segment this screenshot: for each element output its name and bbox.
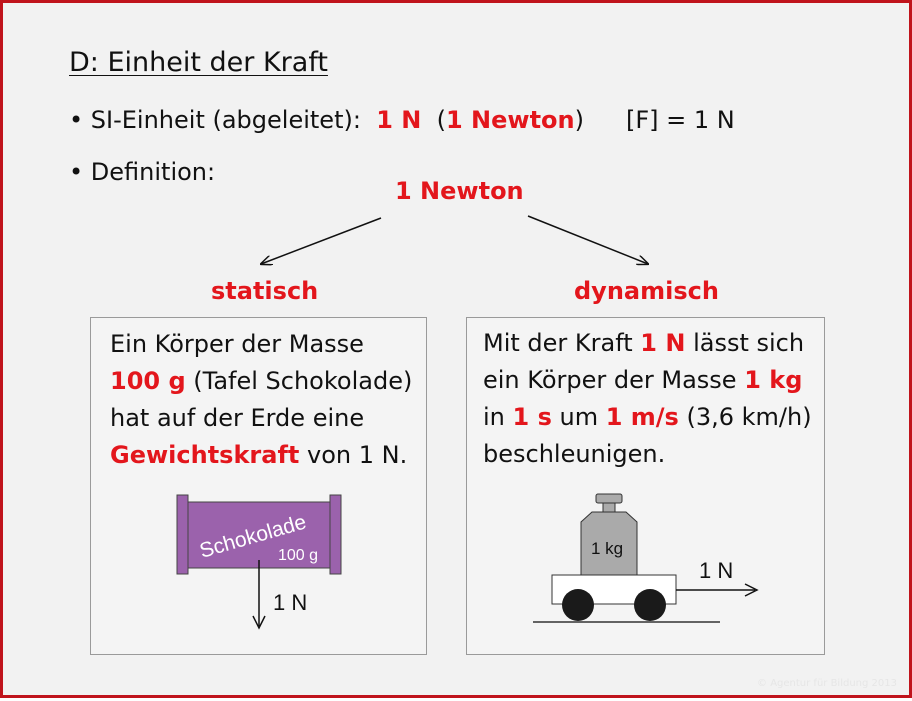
gravity-arrow-head bbox=[252, 615, 266, 630]
chocolate-end-right bbox=[329, 494, 342, 575]
dynamic-highlight: 1 m/s bbox=[605, 403, 679, 431]
si-unit-value: 1 N bbox=[376, 106, 422, 134]
dynamic-segment: Mit der Kraft bbox=[483, 329, 641, 357]
push-arrow-head bbox=[744, 583, 759, 597]
static-highlight: Gewichtskraft bbox=[110, 441, 300, 469]
chocolate-mass-label: 100 g bbox=[278, 547, 318, 564]
dynamic-segment: (3,6 km/h) bbox=[678, 403, 812, 431]
arrow-right bbox=[527, 215, 648, 264]
static-line: 100 g (Tafel Schokolade) bbox=[110, 363, 412, 400]
weight-knob bbox=[595, 493, 623, 504]
dynamic-highlight: 1 kg bbox=[744, 366, 803, 394]
static-line: Ein Körper der Masse bbox=[110, 326, 412, 363]
slide-title: D: Einheit der Kraft bbox=[69, 47, 328, 78]
cart-wheel-right bbox=[634, 589, 666, 621]
heading-statisch: statisch bbox=[211, 277, 319, 305]
chocolate-bar bbox=[187, 501, 331, 569]
dynamic-segment: um bbox=[551, 403, 606, 431]
dynamic-segment: beschleunigen. bbox=[483, 440, 666, 468]
weight-label: 1 kg bbox=[591, 539, 623, 558]
bullet-definition: • Definition: bbox=[69, 158, 216, 186]
dynamic-line: Mit der Kraft 1 N lässt sich bbox=[483, 325, 812, 362]
dynamic-segment: ein Körper der Masse bbox=[483, 366, 745, 394]
dynamic-line: beschleunigen. bbox=[483, 436, 812, 473]
static-definition-text: Ein Körper der Masse 100 g (Tafel Schokol… bbox=[110, 326, 412, 474]
static-line: Gewichtskraft von 1 N. bbox=[110, 437, 412, 474]
weight-neck bbox=[602, 502, 616, 513]
chocolate-illustration: Schokolade 100 g 1 N bbox=[176, 494, 342, 630]
cart-wheel-left bbox=[562, 589, 594, 621]
dynamic-highlight: 1 N bbox=[640, 329, 686, 357]
push-force-label: 1 N bbox=[699, 558, 733, 583]
chocolate-end-left bbox=[176, 494, 189, 575]
heading-dynamisch: dynamisch bbox=[574, 277, 719, 305]
static-segment: von 1 N. bbox=[299, 441, 408, 469]
gravity-force-label: 1 N bbox=[273, 590, 307, 615]
force-symbol: [F] = 1 N bbox=[626, 106, 735, 134]
static-line: hat auf der Erde eine bbox=[110, 400, 412, 437]
dynamic-line: ein Körper der Masse 1 kg bbox=[483, 362, 812, 399]
static-segment: hat auf der Erde eine bbox=[110, 404, 365, 432]
watermark: © Agentur für Bildung 2013 bbox=[757, 678, 897, 689]
dynamic-highlight: 1 s bbox=[512, 403, 552, 431]
arrow-left bbox=[261, 217, 382, 264]
cart-illustration: 1 kg 1 N bbox=[533, 493, 759, 623]
paren-open: ( bbox=[436, 106, 446, 134]
static-definition-box: Ein Körper der Masse 100 g (Tafel Schokol… bbox=[90, 317, 427, 655]
dynamic-segment: in bbox=[483, 403, 513, 431]
si-unit-name: 1 Newton bbox=[445, 106, 575, 134]
dynamic-line: in 1 s um 1 m/s (3,6 km/h) bbox=[483, 399, 812, 436]
si-unit-prefix: • SI-Einheit (abgeleitet): bbox=[69, 106, 361, 134]
bullet-si-unit: • SI-Einheit (abgeleitet): 1 N (1 Newton… bbox=[69, 106, 735, 134]
static-segment: Ein Körper der Masse bbox=[110, 330, 364, 358]
static-segment: (Tafel Schokolade) bbox=[185, 367, 413, 395]
center-label: 1 Newton bbox=[395, 177, 524, 205]
static-highlight: 100 g bbox=[110, 367, 186, 395]
paren-close: ) bbox=[574, 106, 584, 134]
dynamic-segment: lässt sich bbox=[685, 329, 805, 357]
